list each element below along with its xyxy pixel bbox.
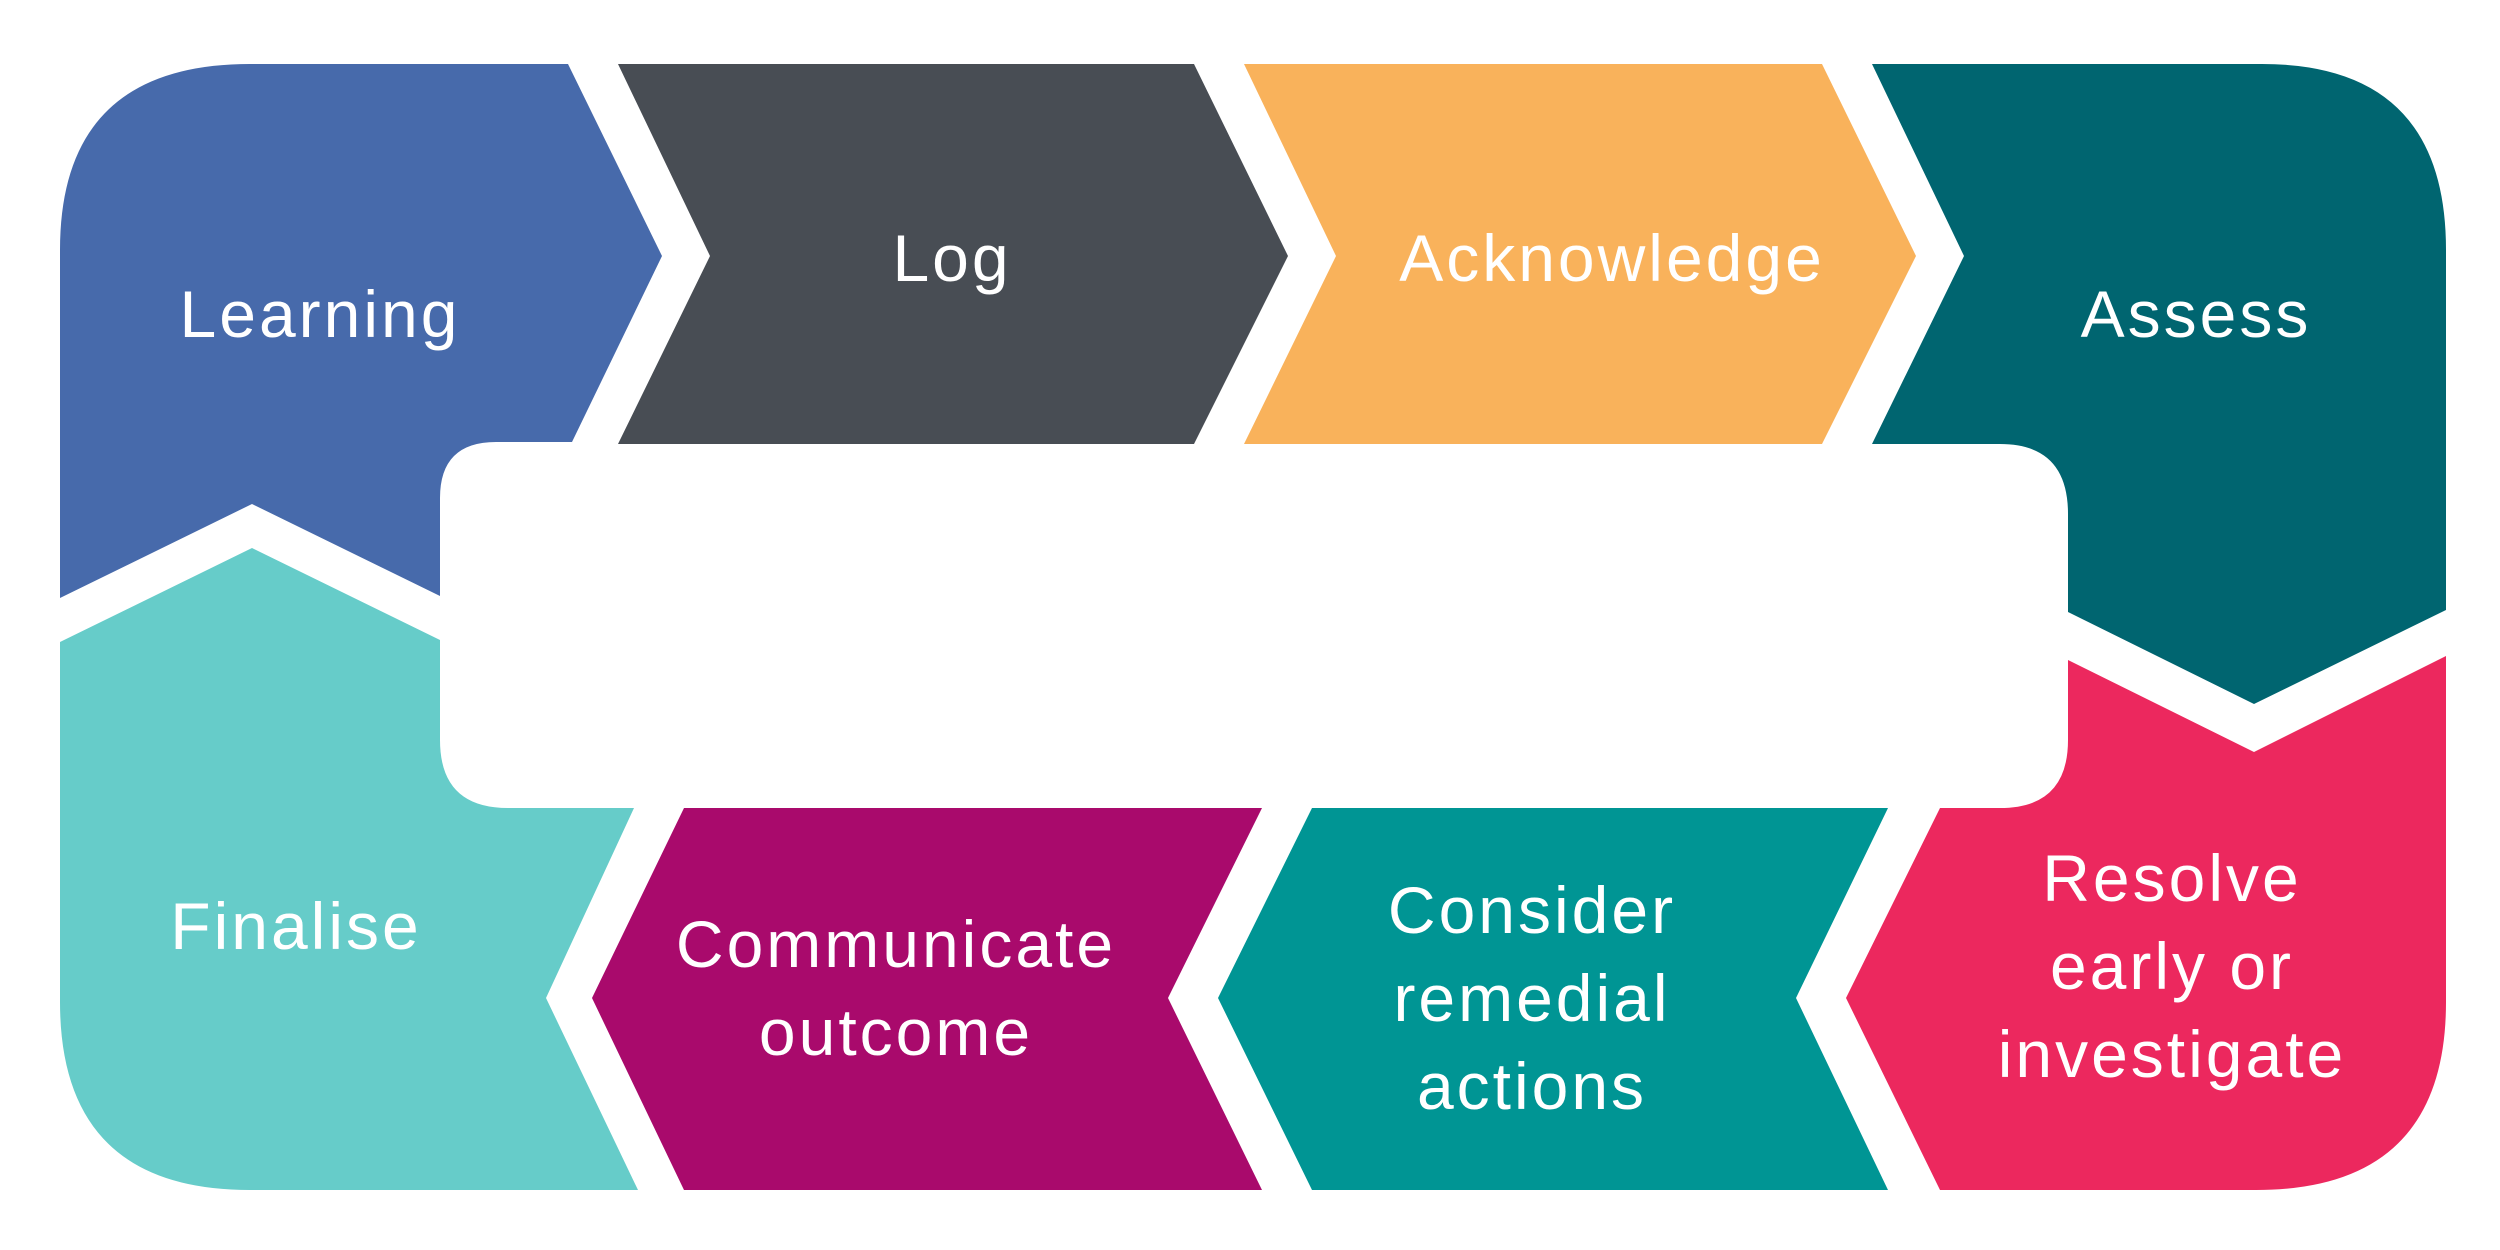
step-assess-label-line: Assess <box>2081 277 2312 351</box>
step-remedial-label-line: remedial <box>1393 961 1670 1035</box>
step-learning-label-line: Learning <box>180 277 461 351</box>
step-remedial-shape <box>1218 808 1888 1190</box>
step-log-label-line: Log <box>892 221 1011 295</box>
step-communicate-label: Communicate outcome <box>676 907 1116 1069</box>
step-learning-shape <box>60 64 662 598</box>
step-finalise-label-line: Finalise <box>170 889 421 963</box>
step-assess-shape <box>1872 64 2446 704</box>
step-communicate-label-line: outcome <box>759 995 1033 1069</box>
step-remedial-label-line: Consider <box>1388 873 1676 947</box>
step-learning-label: Learning <box>180 277 461 351</box>
step-log-shape <box>618 64 1288 444</box>
step-resolve-label-line: early or <box>2050 929 2294 1003</box>
step-communicate-shape <box>592 808 1262 1190</box>
step-resolve-label-line: investigate <box>1998 1017 2347 1091</box>
step-resolve-label-line: Resolve <box>2042 841 2301 915</box>
step-resolve-shape <box>1846 656 2446 1190</box>
step-log-label: Log <box>892 221 1011 295</box>
step-assess-label: Assess <box>2081 277 2312 351</box>
step-acknowledge-label: Acknowledge <box>1399 221 1825 295</box>
step-remedial-label-line: actions <box>1417 1049 1647 1123</box>
step-finalise-label: Finalise <box>170 889 421 963</box>
step-finalise-shape <box>60 548 638 1190</box>
step-acknowledge-shape <box>1244 64 1916 444</box>
step-shapes <box>60 64 2446 1190</box>
step-remedial-label: Consider remedial actions <box>1388 873 1676 1123</box>
step-resolve-label: Resolve early or investigate <box>1998 841 2347 1091</box>
step-communicate-label-line: Communicate <box>676 907 1116 981</box>
step-acknowledge-label-line: Acknowledge <box>1399 221 1825 295</box>
